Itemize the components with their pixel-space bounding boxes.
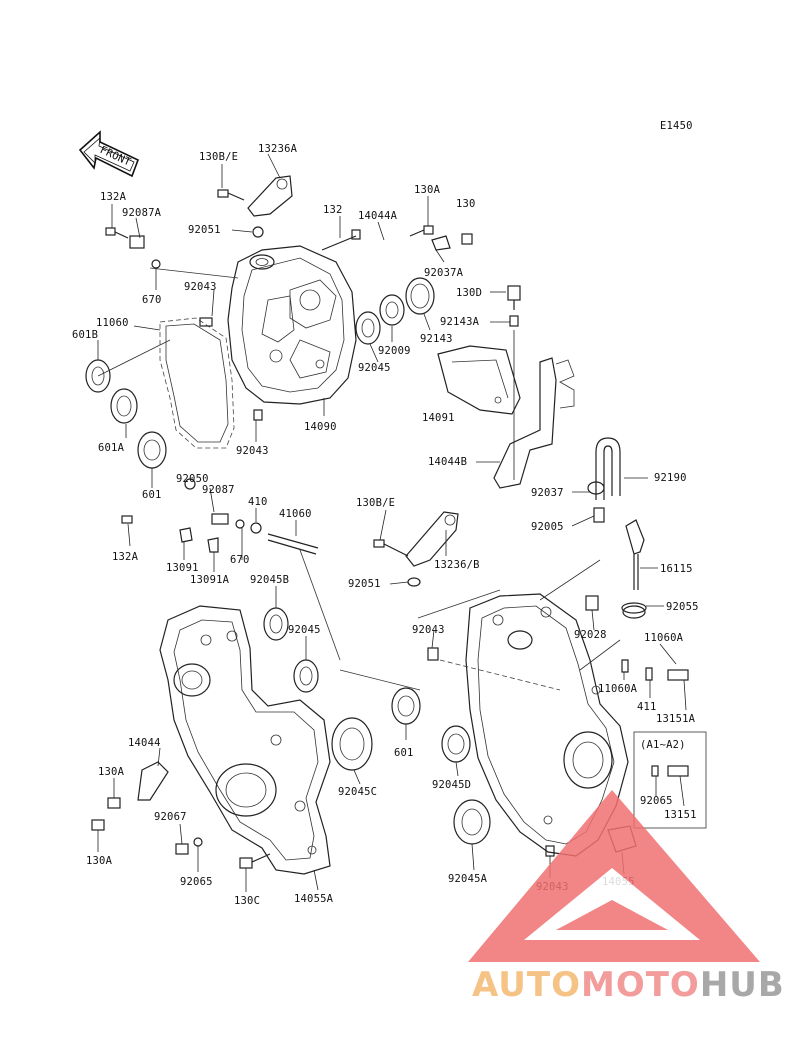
label-92087: 92087 [202,484,235,496]
label-11060: 11060 [96,317,129,329]
label-92037: 92037 [531,487,564,499]
label-14090: 14090 [304,421,337,433]
shift-arm-13236b [405,511,459,567]
bearing-601a [110,388,138,424]
label-130be-mid: 130B/E [356,497,395,509]
watermark-auto: AUTO [472,965,581,1005]
label-13091a: 13091A [190,574,230,586]
label-130c: 130C [234,895,260,907]
label-92045-top: 92045 [358,362,391,374]
label-601b: 601B [72,329,98,341]
label-13236b: 13236/B [434,559,480,571]
label-14044: 14044 [128,737,161,749]
label-130a-mid: 130A [98,766,125,778]
label-130: 130 [456,198,476,210]
label-11060a-left: 11060A [598,683,638,695]
hose-92190 [595,437,621,500]
label-132a-top: 132A [100,191,127,203]
seal-92009 [379,294,405,326]
watermark-moto: MOTO [581,965,700,1005]
label-601-lower: 601 [394,747,414,759]
bearing-601-lower [391,687,421,725]
label-16115: 16115 [660,563,693,575]
label-92045b: 92045B [250,574,289,586]
label-130be-top: 130B/E [199,151,238,163]
label-92065-left: 92065 [180,876,213,888]
label-41060: 41060 [279,508,312,520]
label-92143a: 92143A [440,316,480,328]
label-92087a: 92087A [122,207,162,219]
label-14055a: 14055A [294,893,334,905]
collar-92143 [405,277,435,315]
gasket-11060 [159,317,235,449]
label-92037a: 92037A [424,267,464,279]
leader-lines [97,153,707,892]
bracket-14091 [437,345,521,415]
bearing-601 [137,431,167,469]
label-130a-bottom: 130A [86,855,113,867]
label-92043-mid: 92043 [236,445,269,457]
label-92051-mid: 92051 [348,578,381,590]
label-601-mid: 601 [142,489,162,501]
bearing-92045a [453,799,491,845]
label-13091: 13091 [166,562,199,574]
diagram-code: E1450 [660,120,693,132]
label-130d: 130D [456,287,482,299]
label-92043-lower: 92043 [412,624,445,636]
label-14091: 14091 [422,412,455,424]
label-13151: 13151 [664,809,697,821]
front-arrow-icon: FRONT [78,130,140,178]
label-601a: 601A [98,442,125,454]
label-92045d: 92045D [432,779,471,791]
label-11060a-right: 11060A [644,632,684,644]
bearing-92045d [441,725,471,763]
label-14044a: 14044A [358,210,398,222]
bearing-92045b [263,607,289,641]
label-92143: 92143 [420,333,453,345]
part-labels: 130B/E 13236A 132A 92087A 92051 132 1404… [72,143,699,907]
label-92043-top: 92043 [184,281,217,293]
label-92050: 92050 [176,473,209,485]
svg-text:AUTOMOTOHUB: AUTOMOTOHUB [472,965,785,1005]
label-92009: 92009 [378,345,411,357]
assembly-guides [97,267,621,691]
label-13236a: 13236A [258,143,298,155]
label-92067: 92067 [154,811,187,823]
label-132: 132 [323,204,343,216]
label-92065-right: 92065 [640,795,673,807]
label-92005: 92005 [531,521,564,533]
label-a1-a2: (A1~A2) [640,739,686,751]
seal-92045-lower [293,659,319,693]
label-92028: 92028 [574,629,607,641]
upper-left-cover [227,245,357,405]
bearing-92045c [331,717,373,771]
label-130a-top: 130A [414,184,441,196]
label-92051-top: 92051 [188,224,221,236]
dipstick-16115 [621,519,647,614]
label-92190: 92190 [654,472,687,484]
label-92055: 92055 [666,601,699,613]
label-132a-mid: 132A [112,551,139,563]
label-13151a: 13151A [656,713,696,725]
watermark: AUTOMOTOHUB [468,790,785,1005]
label-92045-lower: 92045 [288,624,321,636]
shift-arm-13236a [247,175,293,217]
label-670-top: 670 [142,294,162,306]
label-410: 410 [248,496,268,508]
label-670-mid: 670 [230,554,250,566]
label-92045c: 92045C [338,786,377,798]
shaft-41060 [267,533,319,555]
left-crankcase [159,605,331,875]
hardware [91,189,689,869]
label-14044b: 14044B [428,456,467,468]
watermark-triangle-icon [468,790,760,962]
seal-92045-top [355,311,381,345]
label-411: 411 [637,701,657,713]
bracket-14044b [493,330,575,489]
watermark-hub: HUB [700,965,785,1005]
label-92045a: 92045A [448,873,488,885]
